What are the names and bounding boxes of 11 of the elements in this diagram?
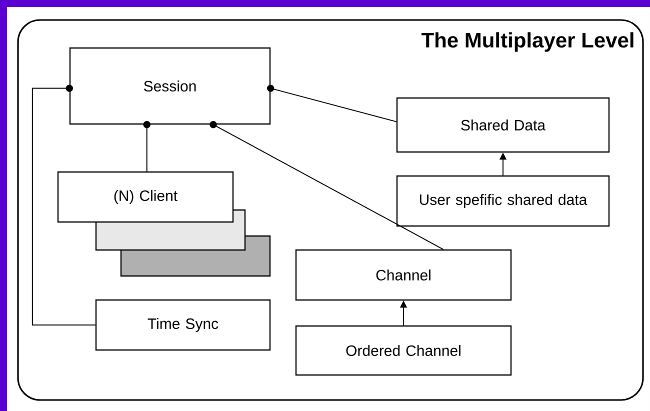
connector <box>143 121 150 172</box>
connector <box>32 84 96 326</box>
class-box: Ordered Channel <box>295 325 512 376</box>
connector <box>210 121 444 250</box>
class-box: User spefific shared data <box>396 175 610 227</box>
class-box: Session <box>69 47 271 125</box>
class-box: (N) Client <box>57 171 234 223</box>
connector <box>267 84 397 122</box>
class-box: Time Sync <box>95 299 271 351</box>
class-box: Channel <box>295 249 512 301</box>
class-box: Shared Data <box>396 97 610 153</box>
